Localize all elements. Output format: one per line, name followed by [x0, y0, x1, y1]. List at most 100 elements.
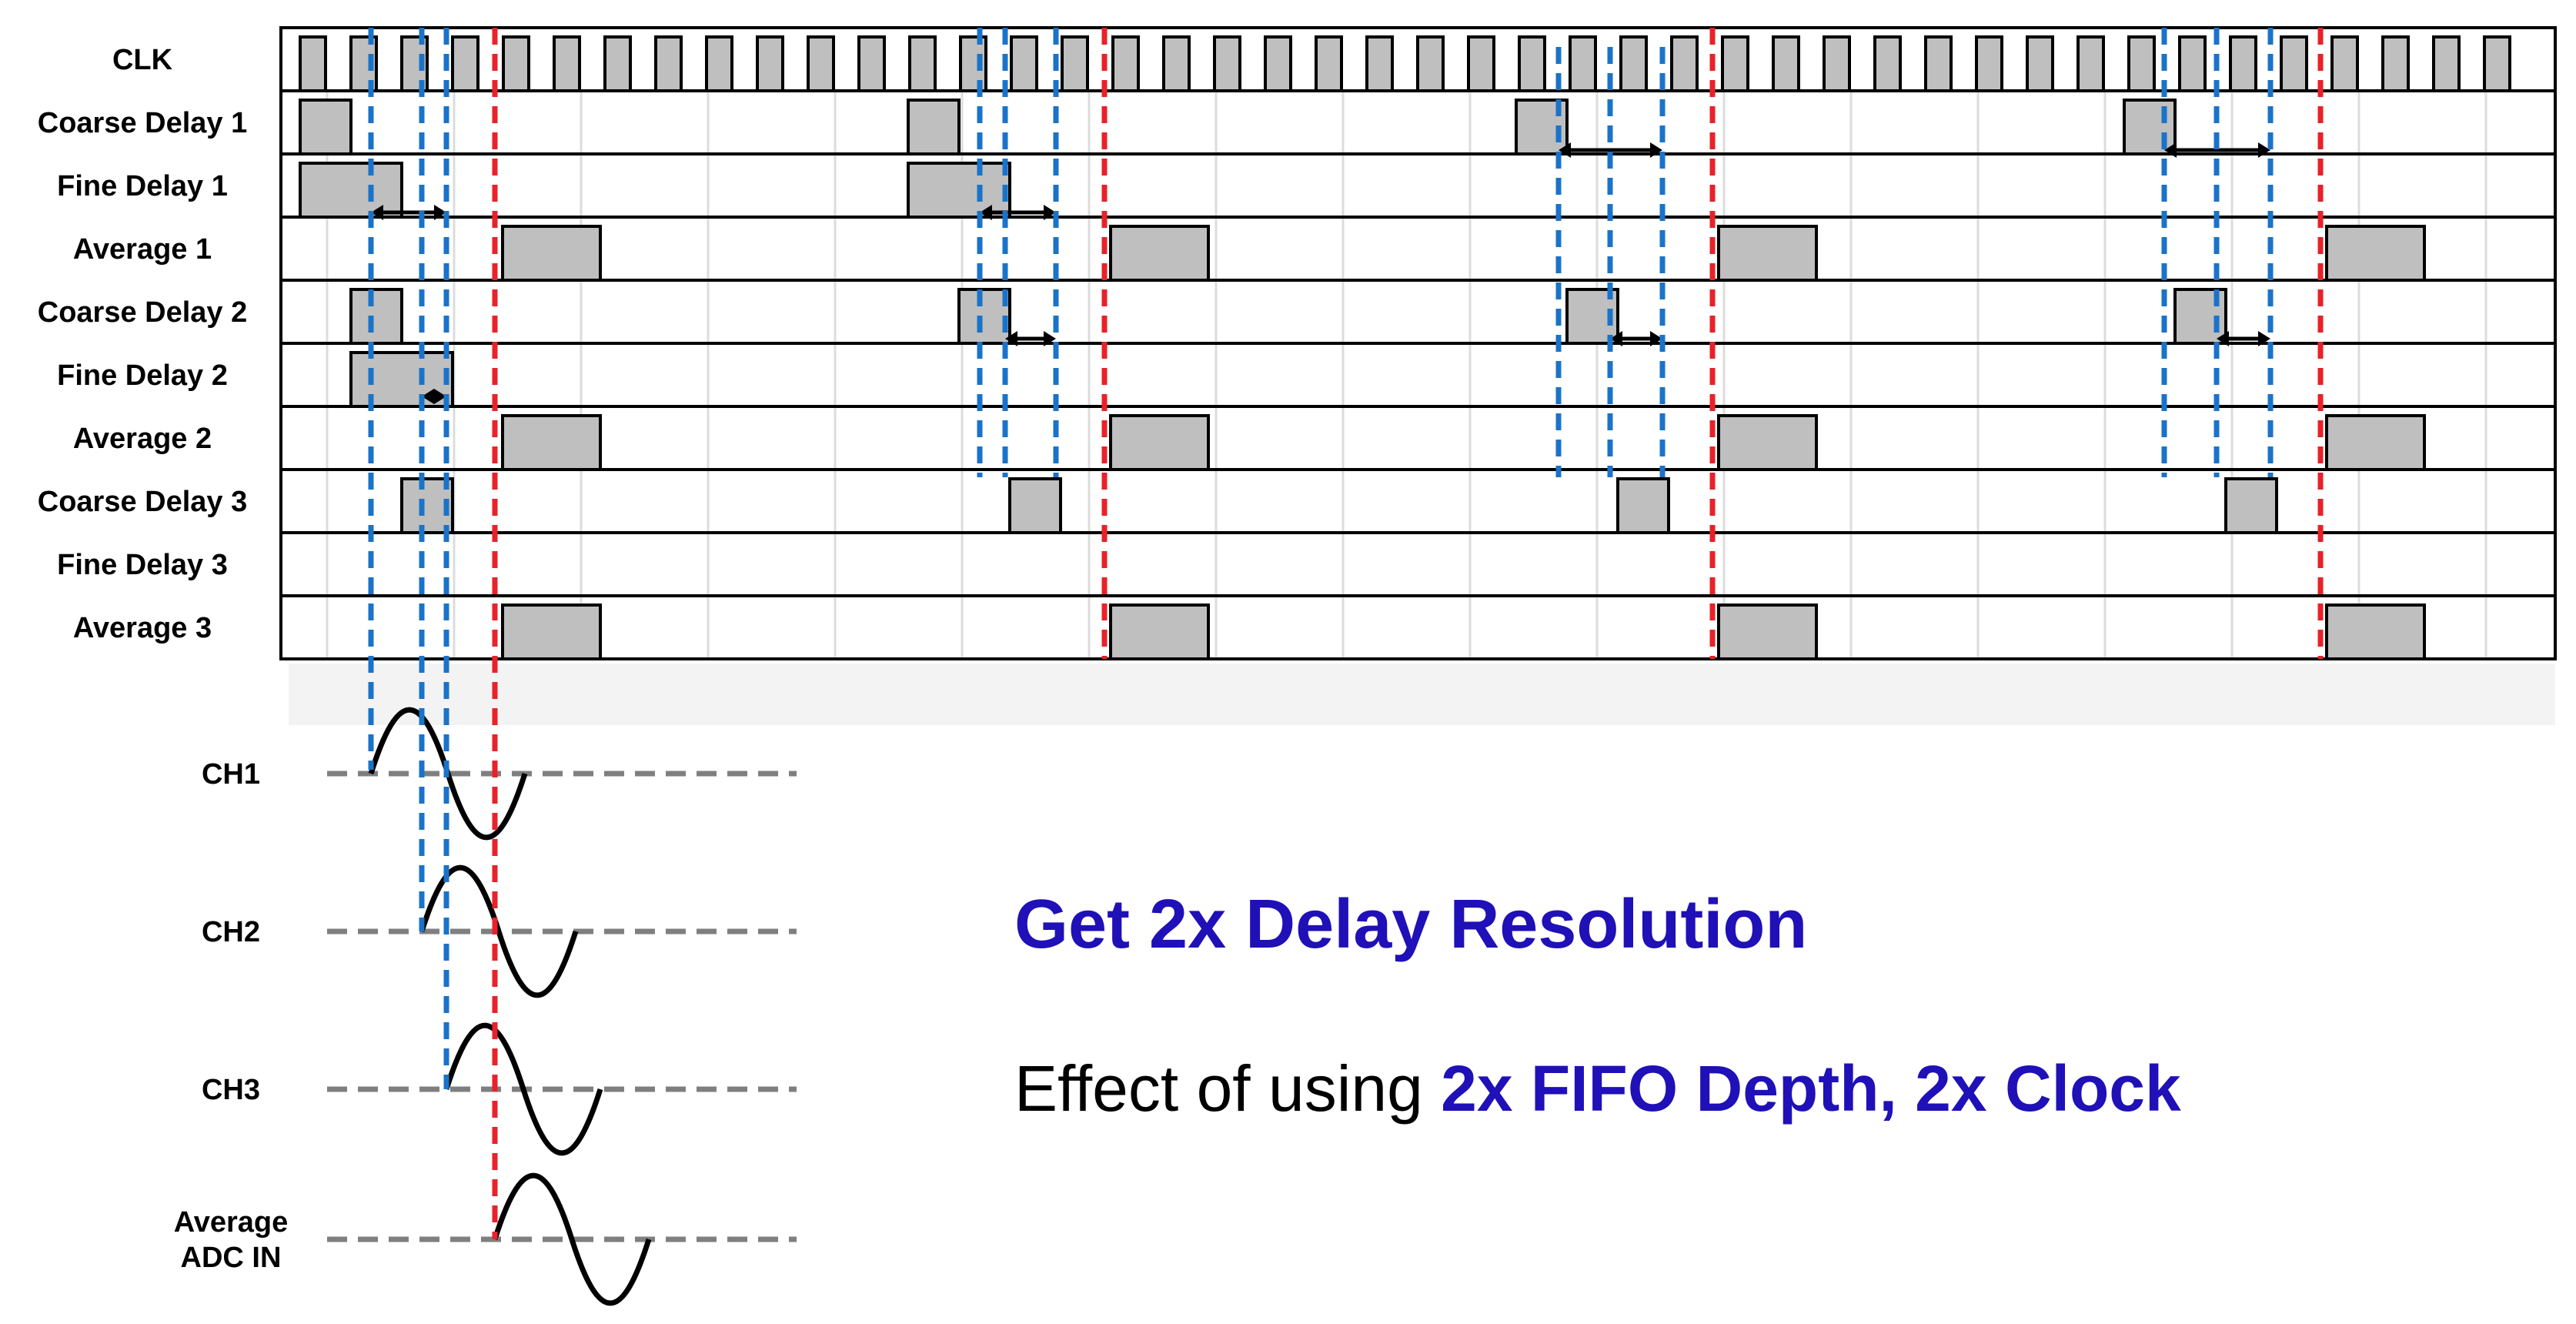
- clock-pulse: [299, 35, 327, 92]
- average-1-pulse: [501, 225, 602, 282]
- clock-pulse: [1010, 35, 1038, 92]
- row-label: Fine Delay 3: [57, 549, 228, 581]
- row-label: Coarse Delay 3: [38, 486, 248, 518]
- clock-pulse: [1213, 35, 1241, 92]
- clock-pulse: [1823, 35, 1851, 92]
- coarse-delay-2-arrow-head: [1044, 331, 1056, 346]
- timing-markers: [368, 28, 2324, 1239]
- clock-pulse: [1518, 35, 1546, 92]
- clock-pulse: [2178, 35, 2207, 92]
- clock-pulse: [1873, 35, 1902, 92]
- coarse-delay-1-pulse: [907, 99, 961, 155]
- coarse-delay-1-arrow-head: [1559, 142, 1571, 158]
- clock-pulse: [1315, 35, 1343, 92]
- channel-label: ADC IN: [181, 1242, 282, 1274]
- clock-pulse: [857, 35, 886, 92]
- clock-pulse: [1264, 35, 1292, 92]
- coarse-delay-2-arrow-head: [2217, 331, 2229, 346]
- clock-pulse: [553, 35, 581, 92]
- clock-pulse: [1365, 35, 1394, 92]
- clock-pulse: [1721, 35, 1749, 92]
- average-2-pulse: [1717, 414, 1818, 471]
- effect-caption: Effect of using 2x FIFO Depth, 2x Clock: [1014, 1052, 2181, 1126]
- average-2-pulse: [2325, 414, 2426, 471]
- average-3-pulse: [1109, 603, 1210, 660]
- channel-label: Average: [174, 1206, 289, 1239]
- clock-pulse: [1569, 35, 1597, 92]
- clock-pulse: [502, 35, 530, 92]
- row-label: Average 2: [73, 423, 212, 455]
- clock-pulse: [1416, 35, 1445, 92]
- clock-pulse: [451, 35, 479, 92]
- row-label: Coarse Delay 1: [38, 107, 248, 139]
- clock-pulse: [2381, 35, 2410, 92]
- fine-delay-1-arrow-head: [371, 205, 383, 220]
- delay-arrows: [371, 142, 2270, 404]
- fine-delay-1-pulse: [907, 162, 1011, 219]
- coarse-delay-2-pulse: [349, 288, 403, 345]
- clock-pulse: [908, 35, 937, 92]
- row-label: Coarse Delay 2: [38, 296, 248, 329]
- row-label: Average 3: [73, 612, 212, 644]
- clock-pulse: [2483, 35, 2511, 92]
- clock-pulse: [705, 35, 733, 92]
- fine-delay-1-arrow-head: [434, 205, 446, 220]
- clock-pulse: [2026, 35, 2054, 92]
- clock-pulse: [654, 35, 683, 92]
- clock-pulse: [2077, 35, 2105, 92]
- coarse-delay-3-pulse: [2224, 477, 2278, 534]
- coarse-delay-2-pulse: [957, 288, 1011, 345]
- channel-label: CH1: [202, 758, 260, 791]
- clock-pulse: [2432, 35, 2461, 92]
- clock-pulse: [1975, 35, 2003, 92]
- coarse-delay-1-arrow-head: [1650, 142, 1662, 158]
- clock-pulse: [1670, 35, 1699, 92]
- coarse-delay-3-pulse: [1008, 477, 1062, 534]
- timing-rows: [279, 26, 2557, 660]
- effect-caption-plain: Effect of using: [1014, 1052, 1442, 1125]
- clock-pulse: [2229, 35, 2257, 92]
- row-label: Fine Delay 1: [57, 170, 228, 202]
- coarse-delay-2-arrow-head: [2258, 331, 2270, 346]
- average-3-pulse: [2325, 603, 2426, 660]
- sine-wave: [443, 1022, 603, 1156]
- average-1-pulse: [1717, 225, 1818, 282]
- fine-delay-1-pulse: [299, 162, 403, 219]
- average-1-pulse: [1109, 225, 1210, 282]
- fine-delay-2-arrow-head: [434, 389, 446, 404]
- row-label: Fine Delay 2: [57, 359, 228, 392]
- fine-delay-2-arrow-head: [422, 389, 434, 404]
- coarse-delay-3-pulse: [1616, 477, 1670, 534]
- coarse-delay-1-arrow-head: [2164, 142, 2177, 158]
- clock-pulse: [756, 35, 784, 92]
- effect-caption-highlight: 2x FIFO Depth, 2x Clock: [1441, 1052, 2181, 1125]
- average-2-pulse: [501, 414, 602, 471]
- channel-label: CH3: [202, 1074, 260, 1106]
- clock-pulse: [2127, 35, 2156, 92]
- sine-wave: [492, 1172, 652, 1306]
- row-label: Average 1: [73, 233, 212, 266]
- coarse-delay-2-arrow-head: [1650, 331, 1662, 346]
- clock-pulse: [1772, 35, 1800, 92]
- fine-delay-1-arrow-head: [1044, 205, 1056, 220]
- average-3-pulse: [501, 603, 602, 660]
- grid-lines: [326, 91, 2487, 659]
- coarse-delay-2-arrow-head: [1610, 331, 1622, 346]
- coarse-delay-2-arrow-head: [1005, 331, 1017, 346]
- row-label: CLK: [112, 44, 173, 76]
- clock-pulse: [1619, 35, 1648, 92]
- clock-pulse: [1111, 35, 1140, 92]
- coarse-delay-1-arrow-head: [2258, 142, 2270, 158]
- lower-panel-shade: [289, 664, 2555, 725]
- clock-pulse: [1467, 35, 1495, 92]
- average-1-pulse: [2325, 225, 2426, 282]
- clock-pulse: [1162, 35, 1191, 92]
- average-2-pulse: [1109, 414, 1210, 471]
- clock-pulse: [1924, 35, 1953, 92]
- fine-delay-1-arrow-head: [980, 205, 992, 220]
- headline-caption: Get 2x Delay Resolution: [1014, 886, 1808, 963]
- clock-pulse: [603, 35, 632, 92]
- average-3-pulse: [1717, 603, 1818, 660]
